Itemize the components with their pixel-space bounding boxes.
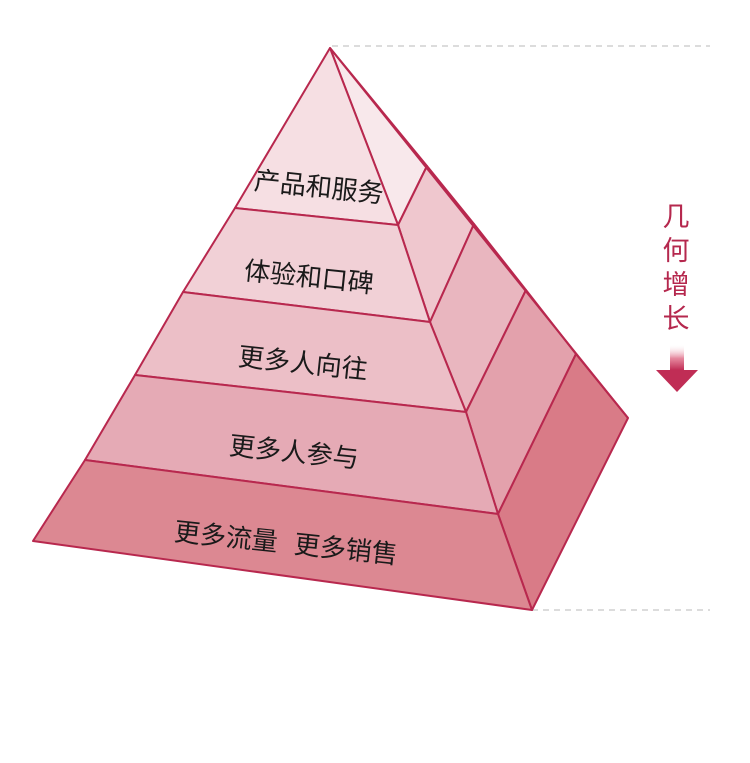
growth-label: 几 何 增 长 bbox=[663, 202, 690, 335]
back-edge bbox=[329, 47, 629, 419]
front-layer-5 bbox=[32, 459, 533, 611]
growth-label-char-1: 几 bbox=[663, 202, 690, 233]
growth-label-char-2: 何 bbox=[663, 236, 690, 267]
growth-label-char-3: 增 bbox=[663, 270, 690, 301]
pyramid-side-faces bbox=[329, 47, 629, 611]
pyramid-front-faces bbox=[32, 47, 533, 611]
growth-label-char-4: 长 bbox=[663, 304, 690, 335]
arrow-down-icon bbox=[656, 344, 698, 392]
